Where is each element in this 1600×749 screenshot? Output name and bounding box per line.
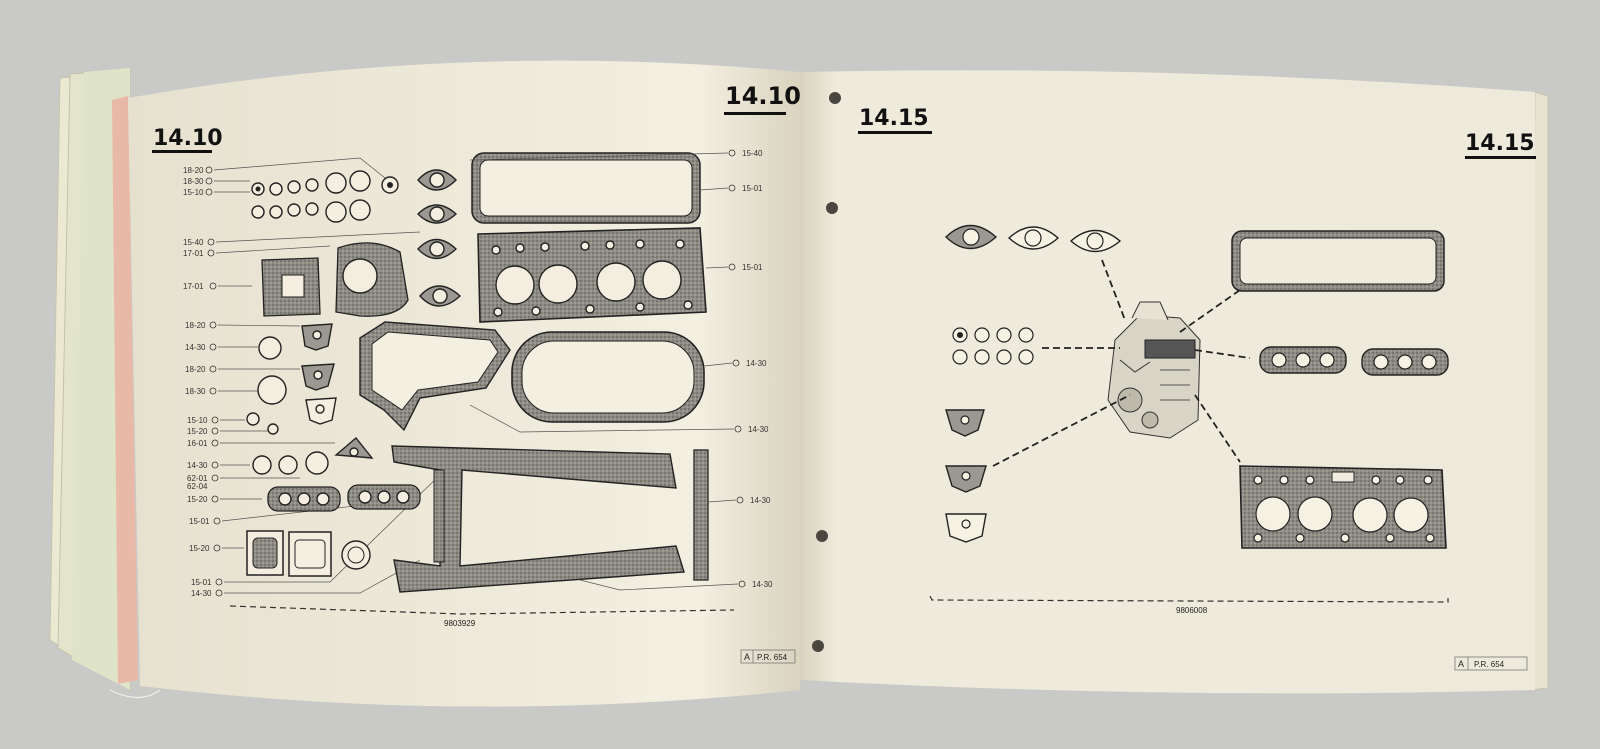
svg-text:16-01: 16-01 (187, 439, 208, 448)
svg-text:15-40: 15-40 (183, 238, 204, 247)
svg-text:14-30: 14-30 (752, 580, 773, 589)
engine-illustration (1107, 301, 1201, 439)
svg-text:18-30: 18-30 (183, 177, 204, 186)
svg-text:15-10: 15-10 (187, 416, 208, 425)
svg-text:18-20: 18-20 (185, 365, 206, 374)
svg-text:15-20: 15-20 (189, 544, 210, 553)
svg-text:14-30: 14-30 (191, 589, 212, 598)
small-plate-gaskets (246, 323, 374, 475)
svg-text:14-30: 14-30 (748, 425, 769, 434)
right-washer-grid (952, 327, 1034, 365)
pink-divider-tab (112, 96, 138, 684)
svg-text:62-04: 62-04 (187, 482, 208, 491)
svg-text:15-10: 15-10 (183, 188, 204, 197)
svg-text:14-30: 14-30 (746, 359, 767, 368)
left-flange-gaskets (417, 169, 462, 307)
right-dashed-rule (929, 595, 1449, 603)
svg-text:P.R. 654: P.R. 654 (1474, 660, 1505, 669)
left-section-header-top-left: 14.10 (152, 126, 223, 153)
left-page-right-eyes (728, 149, 746, 588)
rocker-cover-gasket-right (1231, 230, 1445, 292)
svg-text:15-20: 15-20 (187, 427, 208, 436)
svg-text:A: A (744, 652, 750, 662)
right-flange-row (944, 224, 1122, 253)
binder-holes (812, 92, 841, 652)
loose-thread (109, 689, 161, 699)
svg-text:15-01: 15-01 (189, 517, 210, 526)
left-washer-grid (251, 170, 399, 223)
oil-pan-gasket-ring (511, 331, 705, 423)
left-section-header-top-right: 14.10 (724, 82, 801, 115)
cylinder-head-gasket-right (1239, 465, 1447, 549)
svg-text:62-01: 62-01 (187, 474, 208, 483)
svg-text:18-20: 18-20 (185, 321, 206, 330)
svg-text:15-20: 15-20 (187, 495, 208, 504)
svg-text:14.10: 14.10 (153, 126, 223, 151)
svg-text:14-30: 14-30 (750, 496, 771, 505)
sump-gasket-frame (391, 445, 709, 593)
svg-text:15-01: 15-01 (742, 184, 763, 193)
svg-text:14-30: 14-30 (187, 461, 208, 470)
left-reference-column: 18-20 18-30 15-10 15-40 17-01 17-01 18-2… (183, 166, 212, 598)
svg-text:14.15: 14.15 (859, 106, 929, 131)
right-section-header-top-right: 14.15 (1465, 131, 1536, 159)
right-section-header-top-left: 14.15 (858, 106, 932, 134)
exploded-view-pointers (992, 259, 1251, 467)
svg-text:17-01: 17-01 (183, 249, 204, 258)
svg-text:15-01: 15-01 (191, 578, 212, 587)
square-gaskets (246, 530, 371, 577)
left-dashed-rule (229, 605, 735, 615)
left-eye-markers (205, 166, 223, 597)
svg-text:17-01: 17-01 (183, 282, 204, 291)
left-page-right-leaders (469, 152, 739, 591)
svg-text:15-40: 15-40 (742, 149, 763, 158)
left-drawing-number: 9803929 (444, 619, 476, 628)
svg-text:14.15: 14.15 (1465, 131, 1535, 156)
manifold-gaskets-right (1259, 346, 1449, 376)
right-footer-code: A P.R. 654 (1454, 656, 1528, 671)
right-drawing-number: 9806008 (1176, 606, 1208, 615)
manifold-gaskets-left (267, 484, 421, 512)
left-page-right-references: 15-40 15-01 15-01 14-30 14-30 14-30 14-3… (742, 149, 773, 589)
svg-text:P.R. 654: P.R. 654 (757, 653, 788, 662)
svg-text:14.10: 14.10 (725, 82, 801, 110)
svg-text:A: A (1458, 659, 1464, 669)
svg-text:14-30: 14-30 (185, 343, 206, 352)
cylinder-head-gasket-left (477, 227, 707, 323)
timing-cover-gaskets (261, 242, 409, 317)
right-small-plates (945, 409, 987, 543)
left-footer-code: A P.R. 654 (740, 649, 796, 664)
svg-text:18-30: 18-30 (185, 387, 206, 396)
svg-text:15-01: 15-01 (742, 263, 763, 272)
svg-text:18-20: 18-20 (183, 166, 204, 175)
